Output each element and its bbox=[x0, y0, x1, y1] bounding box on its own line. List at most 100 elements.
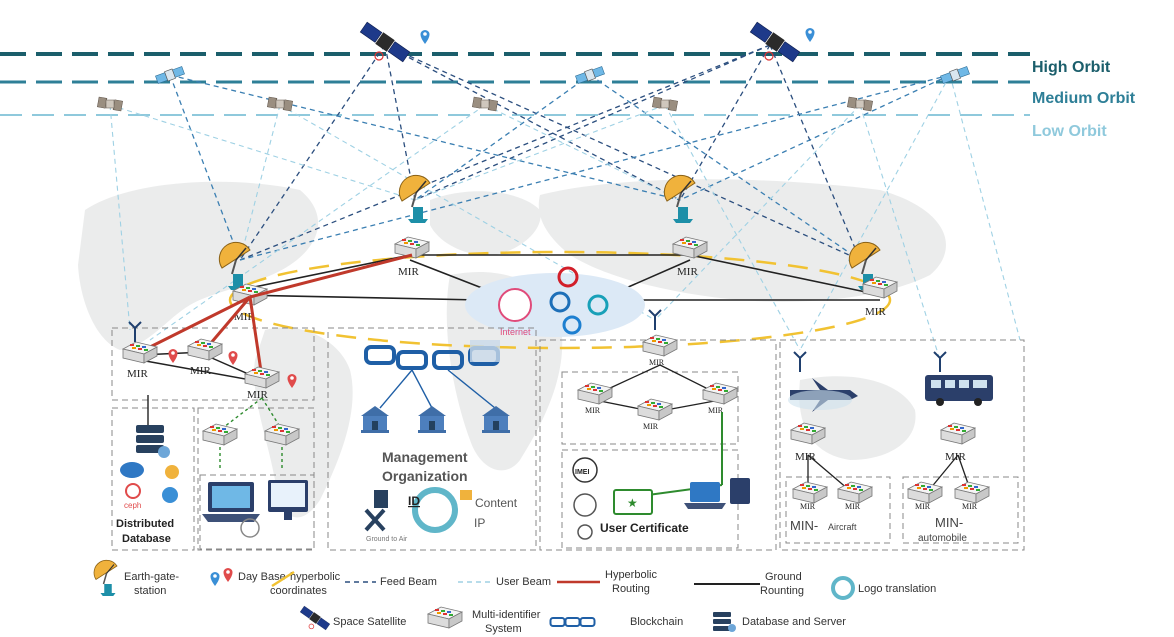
feed-beams bbox=[169, 44, 951, 261]
mir-label: MIR bbox=[649, 358, 665, 367]
ip-label: IP bbox=[474, 516, 485, 530]
management-title-line2: Organization bbox=[382, 468, 468, 484]
logo-translation-icon bbox=[412, 487, 458, 533]
hadoop-icon bbox=[165, 465, 179, 479]
operator-logo-icon bbox=[587, 294, 609, 316]
legend-hyperbolic-routing-line2: Routing bbox=[612, 583, 650, 595]
operator-logo-icon bbox=[549, 291, 571, 313]
legend-user-beam: User Beam bbox=[496, 576, 551, 588]
legend-database-icon bbox=[713, 612, 736, 632]
mir-label: MIR bbox=[962, 502, 978, 511]
legend: Earth-gate- station Day Base hyperbolic … bbox=[93, 559, 936, 635]
mir-router-node bbox=[907, 481, 943, 504]
satellite-location-pin-icon bbox=[420, 30, 430, 44]
database-title-line1: Distributed bbox=[116, 518, 174, 530]
database-server-icon bbox=[136, 425, 170, 458]
mir-label: MIR bbox=[800, 502, 816, 511]
legend-space-satellite: Space Satellite bbox=[333, 616, 406, 628]
content-label: Content bbox=[475, 496, 518, 510]
mir-label: MIR bbox=[677, 266, 698, 278]
legend-earth-gate-line1: Earth-gate- bbox=[124, 571, 179, 583]
satellite-location-pin-icon bbox=[805, 28, 815, 42]
organization-bank-icon bbox=[418, 406, 446, 433]
min-automobile-label: MIN- bbox=[935, 515, 963, 530]
management-organization-panel: Management Organization ID Content IP Gr… bbox=[327, 327, 537, 551]
legend-multi-identifier-icon bbox=[427, 606, 463, 629]
imei-icon bbox=[572, 457, 598, 483]
mir-router-node bbox=[187, 338, 223, 361]
mir-label: MIR bbox=[585, 406, 601, 415]
cloud-storage-icon bbox=[120, 462, 144, 478]
database-title-line2: Database bbox=[122, 533, 171, 545]
legend-space-satellite-icon bbox=[299, 605, 331, 631]
fingerprint-icon bbox=[240, 518, 260, 538]
location-pin-icon bbox=[228, 351, 238, 365]
mir-router-node bbox=[637, 398, 673, 421]
legend-day-base: Day Base bbox=[238, 571, 286, 583]
legend-blockchain-icon bbox=[549, 617, 596, 627]
mir-router-node bbox=[642, 334, 678, 357]
min-automobile-sub: automobile bbox=[918, 533, 967, 544]
legend-ground-routing-line2: Rounting bbox=[760, 585, 804, 597]
legend-hyperbolic: hyperbolic bbox=[290, 571, 341, 583]
low-orbit-satellite-3 bbox=[472, 96, 498, 112]
min-aircraft-sub: Aircraft bbox=[828, 522, 857, 532]
antenna-icon bbox=[933, 351, 947, 373]
mir-label: MIR bbox=[915, 502, 931, 511]
low-orbit-satellite-2 bbox=[267, 96, 293, 112]
legend-hyperbolic-routing-line1: Hyperbolic bbox=[605, 569, 657, 581]
legend-multi-identifier-line1: Multi-identifier bbox=[472, 609, 541, 621]
certificate-star-icon: ★ bbox=[627, 496, 638, 510]
distributed-database-panel: MIR MIR MIR ceph Distributed Database bbox=[111, 253, 413, 551]
ceph-label: ceph bbox=[124, 501, 141, 510]
organization-bank-icon bbox=[361, 406, 389, 433]
mir-label: MIR bbox=[247, 389, 268, 401]
legend-earth-gate-icon bbox=[93, 559, 118, 597]
antenna-icon bbox=[648, 309, 662, 331]
min-aircraft-label: MIN- bbox=[790, 518, 818, 533]
mir-label: MIR bbox=[234, 311, 255, 323]
mir-label: MIR bbox=[845, 502, 861, 511]
internet-cloud: Internet bbox=[465, 266, 645, 337]
earth-gate-station-2 bbox=[398, 174, 431, 224]
legend-logo-translation-icon bbox=[831, 576, 855, 600]
operator-logo-icon bbox=[557, 266, 579, 288]
eye-scan-icon bbox=[577, 524, 593, 540]
passport-icon bbox=[374, 490, 388, 508]
user-devices-icon bbox=[684, 478, 750, 509]
storage-node-icon bbox=[162, 487, 178, 503]
mobile-networks-panel: MIR MIR MIR MIN- Aircraft MIR MIR MIR MI… bbox=[779, 339, 1025, 551]
mir-router-node bbox=[702, 382, 738, 405]
mir-label: MIR bbox=[795, 451, 816, 463]
legend-database-server: Database and Server bbox=[742, 616, 846, 628]
legend-earth-gate-line2: station bbox=[134, 585, 166, 597]
legend-hyperbolic-pin-icon bbox=[223, 568, 233, 582]
internet-icon bbox=[498, 288, 532, 322]
mir-label: MIR bbox=[398, 266, 419, 278]
legend-ground-routing-line1: Ground bbox=[765, 571, 802, 583]
fingerprint-icon bbox=[573, 493, 597, 517]
location-pin-icon bbox=[168, 349, 178, 363]
certificate-icon bbox=[613, 489, 653, 515]
lock-icon bbox=[460, 490, 472, 500]
legend-feed-beam: Feed Beam bbox=[380, 576, 437, 588]
high-orbit-label: High Orbit bbox=[1032, 59, 1111, 76]
management-title-line1: Management bbox=[382, 449, 468, 465]
mir-router-node bbox=[577, 382, 613, 405]
user-certificate-panel: MIR MIR MIR MIR IMEI ★ User Certificate bbox=[539, 309, 777, 551]
mir-label: MIR bbox=[643, 422, 659, 431]
mir-router-node bbox=[792, 481, 828, 504]
legend-logo-translation: Logo translation bbox=[858, 583, 936, 595]
low-orbit-label: Low Orbit bbox=[1032, 123, 1107, 140]
monitor-icon bbox=[268, 480, 308, 520]
satellite-cross-icon bbox=[364, 508, 386, 532]
legend-multi-identifier-line2: System bbox=[485, 623, 522, 635]
bus-icon bbox=[925, 375, 993, 406]
antenna-icon bbox=[793, 351, 807, 373]
legend-coordinates: coordinates bbox=[270, 585, 327, 597]
legend-day-base-pin-icon bbox=[210, 572, 220, 586]
ground-to-air-label: Ground to Air bbox=[366, 536, 408, 543]
medium-orbit-label: Medium Orbit bbox=[1032, 90, 1136, 107]
